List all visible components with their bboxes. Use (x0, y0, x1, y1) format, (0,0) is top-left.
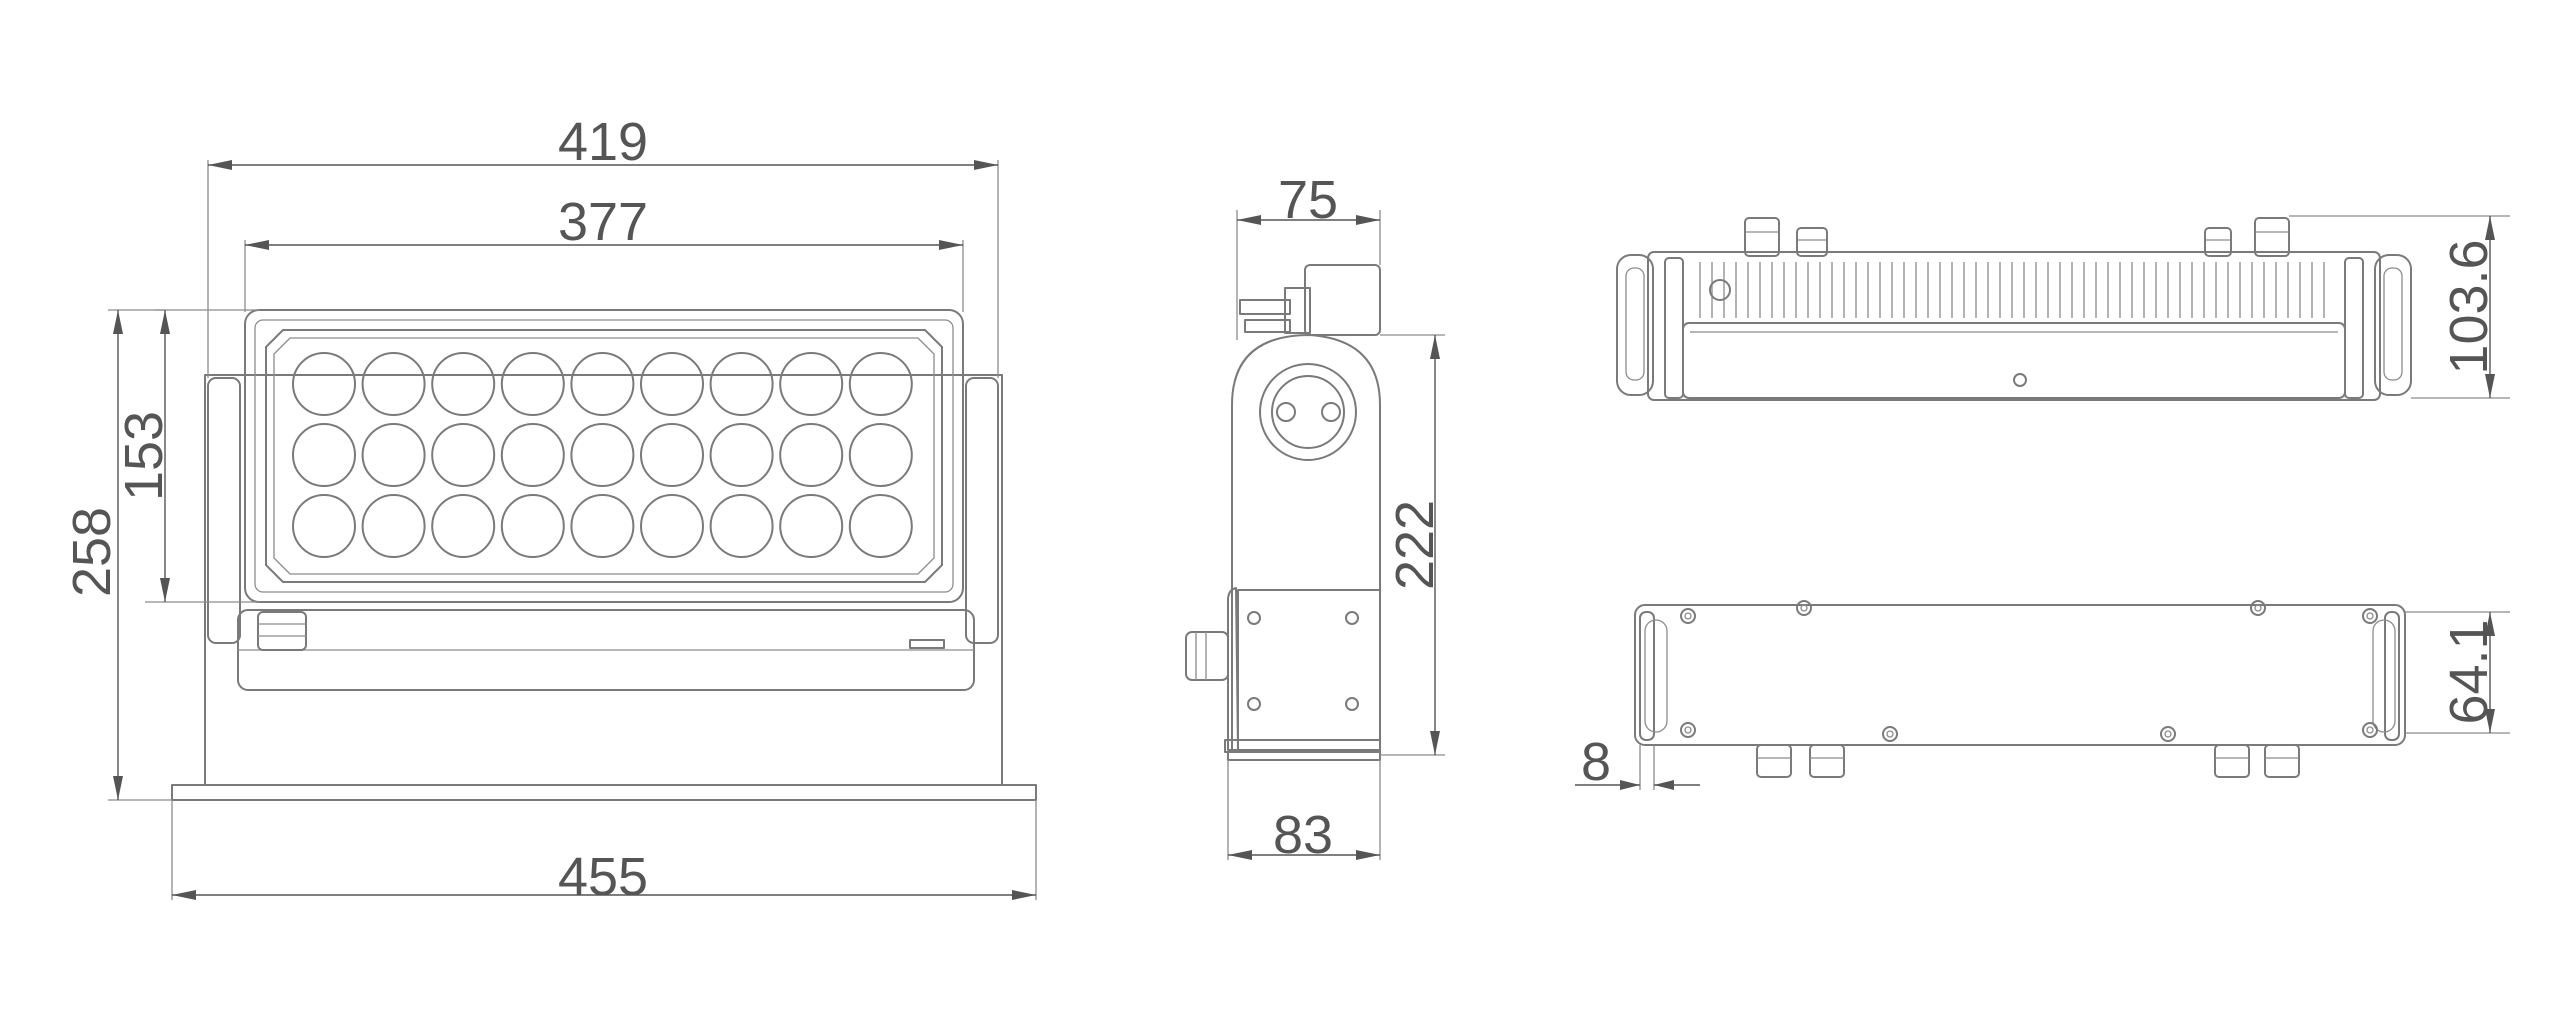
dim-258: 258 (62, 507, 122, 597)
led (361, 352, 426, 416)
led (709, 423, 774, 487)
dim-455: 455 (558, 847, 648, 907)
bottom-screws (1680, 600, 2378, 742)
led (500, 352, 565, 416)
led (361, 494, 426, 558)
dim-8: 8 (1581, 732, 1611, 792)
led (779, 494, 844, 558)
front-view: 419 377 153 258 455 (62, 112, 1037, 907)
led (709, 494, 774, 558)
led (292, 494, 356, 558)
led (292, 423, 356, 487)
led (640, 423, 704, 487)
led (640, 494, 704, 558)
led (500, 494, 565, 558)
led (779, 423, 844, 487)
dim-103-6: 103.6 (2439, 239, 2499, 374)
led (709, 352, 774, 416)
top-view: 103.6 (1616, 215, 2510, 401)
side-view: 75 222 83 (1185, 170, 1445, 865)
led (500, 423, 565, 487)
dim-377: 377 (558, 192, 648, 252)
dim-64-1: 64.1 (2439, 619, 2499, 724)
led (431, 494, 496, 558)
led (431, 352, 496, 416)
dim-222: 222 (1385, 500, 1445, 590)
led (779, 352, 844, 416)
led (431, 423, 496, 487)
led (848, 423, 913, 487)
dim-83: 83 (1273, 805, 1333, 865)
led (640, 352, 704, 416)
dim-75: 75 (1278, 170, 1338, 230)
dim-419: 419 (558, 112, 648, 172)
dim-153: 153 (114, 411, 174, 501)
led (848, 494, 913, 558)
bottom-view: 64.1 8 (1575, 600, 2510, 792)
led (570, 494, 635, 558)
led (570, 352, 635, 416)
led (292, 352, 356, 416)
led (848, 352, 913, 416)
led (570, 423, 635, 487)
led (361, 423, 426, 487)
led-array (292, 352, 913, 558)
heatsink-fins (1699, 262, 2325, 318)
